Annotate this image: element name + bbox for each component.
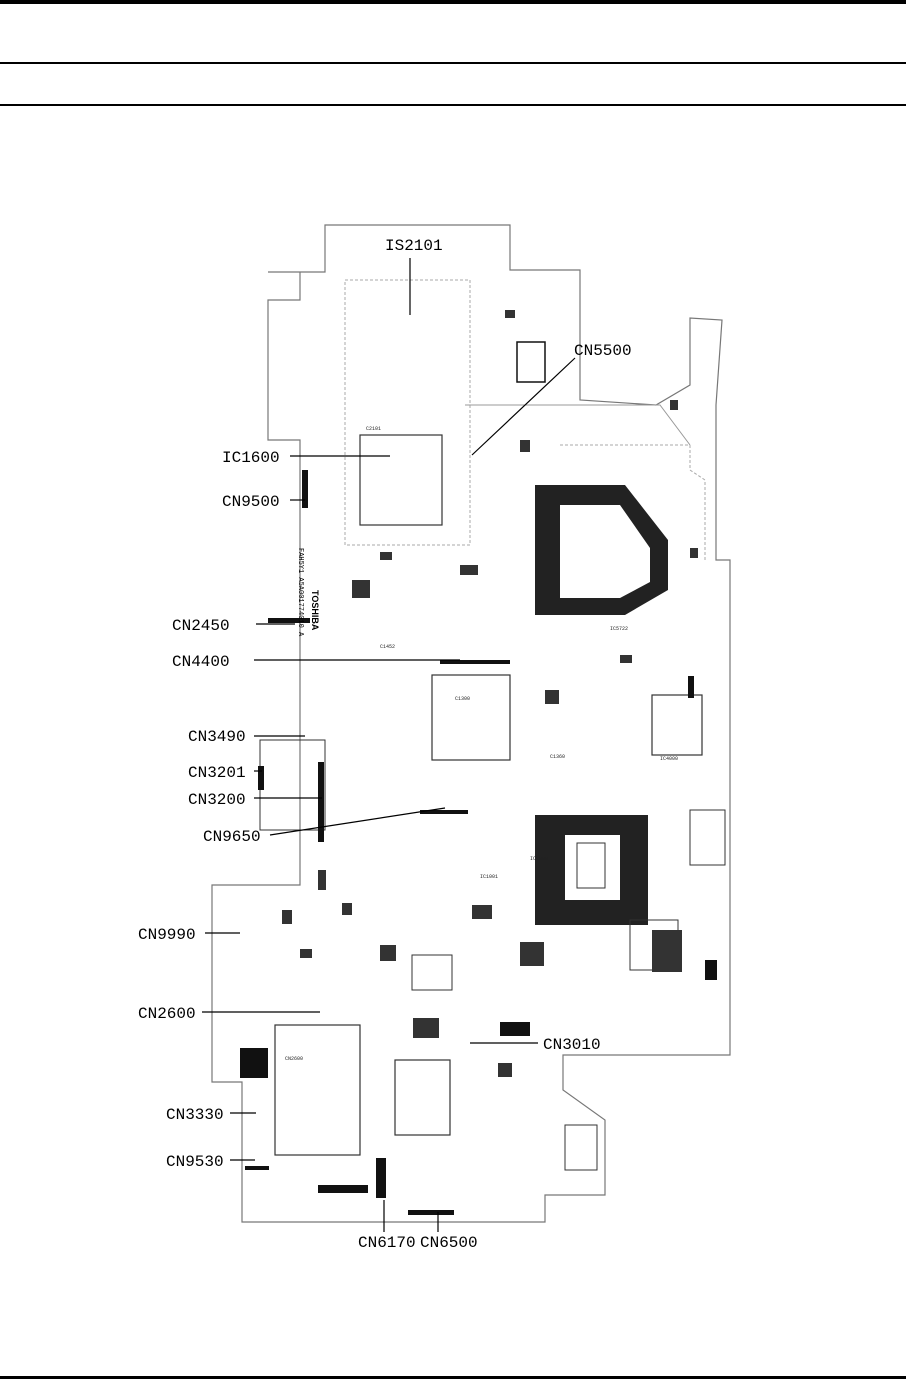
label-cn6500: CN6500: [420, 1234, 478, 1252]
footer-rule: [0, 1376, 906, 1379]
header-bottom-rule: [0, 104, 906, 106]
leader-lines: [202, 258, 576, 1232]
svg-text:C1360: C1360: [550, 754, 565, 760]
svg-text:IC1000: IC1000: [530, 856, 548, 862]
board-outline: [211, 224, 731, 1223]
brand-silkscreen: TOSHIBA: [310, 590, 320, 631]
heatsink-frame-top: [535, 485, 668, 615]
label-cn3200: CN3200: [188, 791, 246, 809]
label-cn9500: CN9500: [222, 493, 280, 511]
top-thick-rule: [0, 0, 906, 4]
label-cn4400: CN4400: [172, 653, 230, 671]
label-cn3010: CN3010: [543, 1036, 601, 1054]
label-cn9650: CN9650: [203, 828, 261, 846]
label-is2101: IS2101: [385, 237, 443, 255]
header-rule: [0, 62, 906, 64]
svg-text:IC1001: IC1001: [480, 874, 498, 880]
svg-text:C1452: C1452: [380, 644, 395, 650]
svg-text:IC5722: IC5722: [610, 626, 628, 632]
label-cn3490: CN3490: [188, 728, 246, 746]
svg-text:CN2600: CN2600: [285, 1056, 303, 1062]
ic1600-chip: [359, 434, 443, 526]
svg-text:C2101: C2101: [366, 426, 381, 432]
svg-text:TOSHIBA: TOSHIBA: [310, 590, 320, 631]
label-cn5500: CN5500: [574, 342, 632, 360]
label-cn9530: CN9530: [166, 1153, 224, 1171]
cpu-socket-frame: [535, 815, 648, 925]
svg-text:C1300: C1300: [455, 696, 470, 702]
label-ic1600: IC1600: [222, 449, 280, 467]
svg-text:FAH5Y1 A5A001774010 A: FAH5Y1 A5A001774010 A: [296, 548, 304, 637]
svg-text:IC4000: IC4000: [660, 756, 678, 762]
label-cn2600: CN2600: [138, 1005, 196, 1023]
label-cn9990: CN9990: [138, 926, 196, 944]
board-code-silkscreen: FAH5Y1 A5A001774010 A: [296, 548, 304, 637]
label-cn3201: CN3201: [188, 764, 246, 782]
label-cn6170: CN6170: [358, 1234, 416, 1252]
label-cn2450: CN2450: [172, 617, 230, 635]
label-cn3330: CN3330: [166, 1106, 224, 1124]
